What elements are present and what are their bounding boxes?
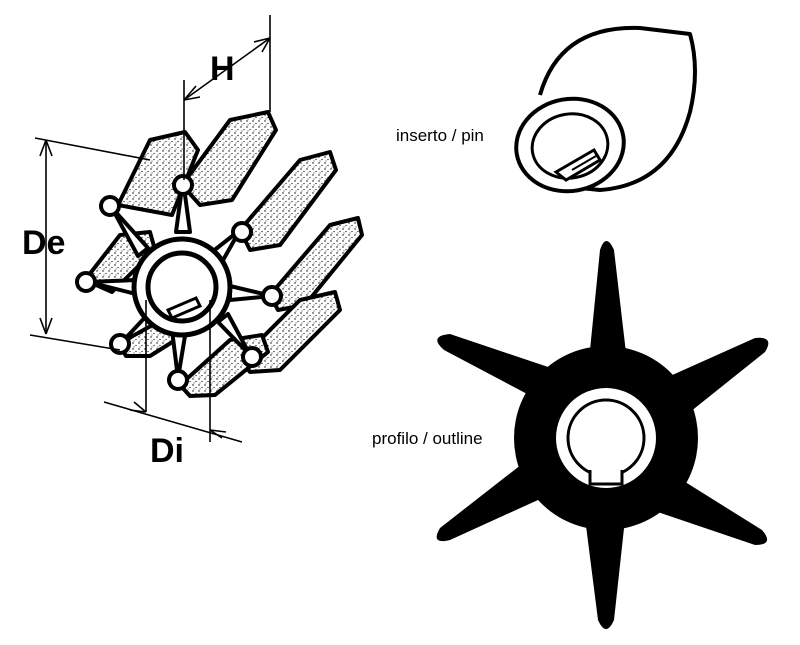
outer-diameter-label: De	[22, 224, 65, 262]
height-label: H	[210, 50, 235, 88]
insert-pin-drawing	[514, 25, 697, 194]
impeller-outline-silhouette	[436, 241, 769, 629]
inner-diameter-label: Di	[150, 432, 184, 470]
impeller-3d-drawing: H De Di	[22, 15, 364, 470]
insert-caption: inserto / pin	[396, 126, 484, 145]
dimension-lines	[29, 15, 271, 443]
outline-caption: profilo / outline	[372, 429, 483, 448]
impeller-front-face	[75, 174, 283, 391]
